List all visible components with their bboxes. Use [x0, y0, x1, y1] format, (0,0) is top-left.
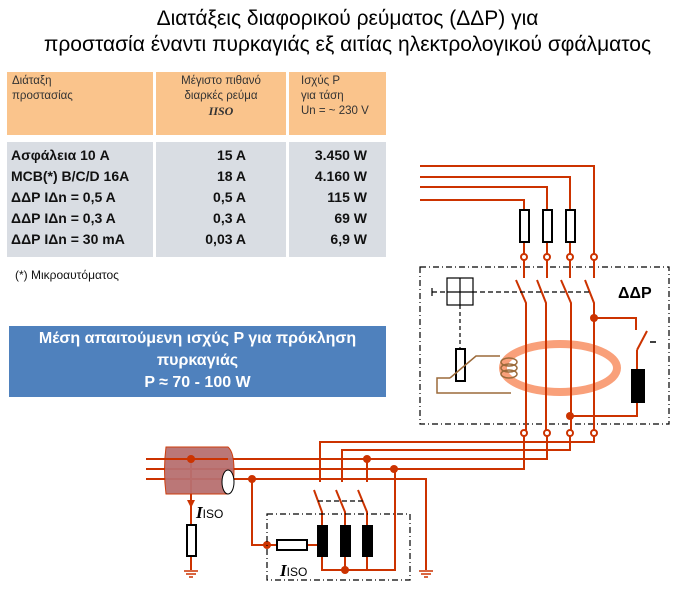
callout-line: πυρκαγιάς [156, 352, 239, 369]
current-arrow [187, 500, 195, 508]
table-cell-power: 4.160 W [314, 168, 367, 184]
rcd-enclosure [419, 266, 670, 425]
footnote: (*) Μικροαυτόματος [15, 268, 119, 282]
junction-dots-bottom [187, 455, 398, 574]
table-cell-current: 15 A [216, 147, 246, 163]
callout-line: P ≈ 70 - 100 W [144, 374, 251, 391]
table-cell-power: 69 W [334, 210, 367, 226]
header-text: Ισχύς P [301, 75, 341, 87]
rcd-label: ΔΔΡ [618, 285, 652, 302]
table-cell-power: 3.450 W [314, 147, 367, 163]
table-cell-current: 18 A [216, 168, 246, 184]
ground-icon [184, 570, 433, 578]
table-cell-current: 0,3 A [213, 210, 246, 226]
table-cell-device: MCB(*) B/C/D 16A [11, 168, 130, 184]
header-text: Un = ~ 230 V [301, 105, 369, 117]
header-text: Διάταξη [12, 75, 52, 87]
callout-line: Μέση απαιτούμενη ισχύς P για πρόκληση [38, 330, 357, 347]
junction-dots [566, 314, 598, 420]
body-col-power [289, 142, 386, 257]
cable-end [221, 469, 235, 495]
header-text: διαρκές ρεύμα [184, 90, 258, 102]
header-text: προστασίας [12, 90, 73, 102]
header-device: Διάταξη προστασίας [7, 72, 153, 135]
table-cell-current: 0,5 A [213, 189, 246, 205]
header-current: Μέγιστο πιθανό διαρκές ρεύμα IISO [156, 72, 286, 135]
table-cell-device: ΔΔΡ IΔn = 0,5 A [11, 189, 116, 205]
title-line-1: Διατάξεις διαφορικού ρεύματος (ΔΔΡ) για [156, 7, 539, 30]
table-cell-device: Ασφάλεια 10 A [11, 147, 110, 163]
header-text: Μέγιστο πιθανό [181, 75, 261, 87]
body-col-device [7, 142, 153, 257]
sense-coil [436, 355, 518, 394]
header-text: IISO [208, 104, 234, 118]
table-cell-power: 6,9 W [330, 231, 367, 247]
header-power: Ισχύς P για τάση Un = ~ 230 V [289, 72, 386, 135]
table-cell-power: 115 W [327, 189, 367, 205]
power-callout: Μέση απαιτούμενη ισχύς P για πρόκληση πυ… [9, 326, 386, 397]
table-cell-device: ΔΔΡ IΔn = 0,3 A [11, 210, 116, 226]
iso-label-2: IISO [279, 561, 307, 580]
header-text: για τάση [301, 90, 344, 102]
title-line-2: προστασία έναντι πυρκαγιάς εξ αιτίας ηλε… [43, 33, 652, 56]
iso-label-1: IISO [195, 503, 223, 522]
test-resistor [631, 369, 645, 403]
load-coils [317, 525, 373, 557]
fault-resistor [276, 539, 308, 551]
toroid-core [499, 340, 621, 396]
terminals [520, 253, 598, 437]
fuses [519, 209, 576, 243]
body-col-current [156, 142, 286, 257]
table-cell-current: 0,03 A [205, 231, 246, 247]
earth-resistor [186, 524, 197, 557]
table-cell-device: ΔΔΡ IΔn = 30 mA [11, 231, 125, 247]
